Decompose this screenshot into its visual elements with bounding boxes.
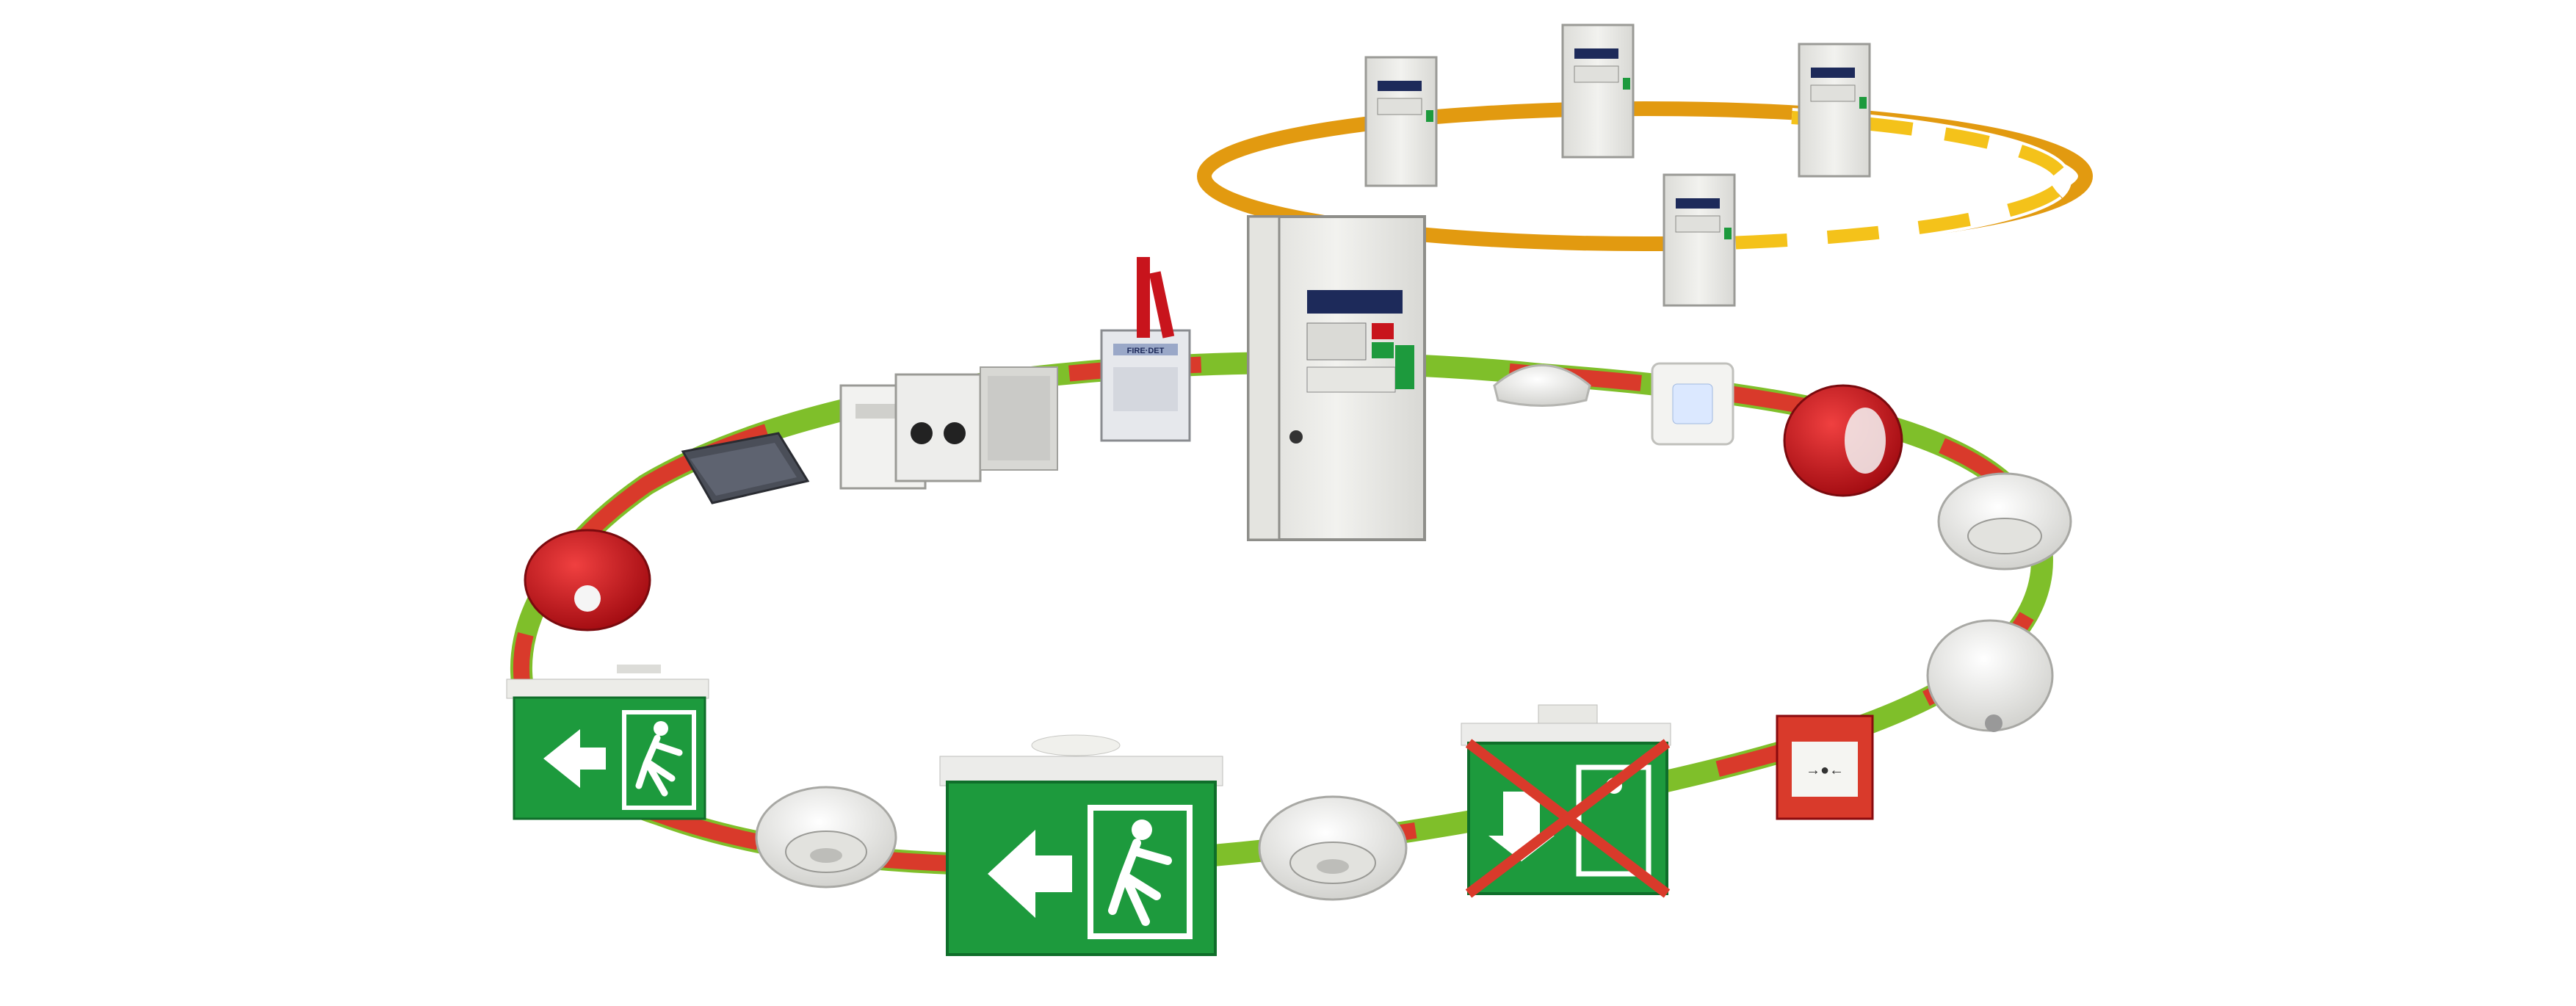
ceiling-detector bbox=[1493, 364, 1591, 407]
network-panel-4 bbox=[1663, 173, 1736, 307]
smoke-detector-2 bbox=[1258, 795, 1408, 901]
smoke-detector-1 bbox=[755, 786, 897, 889]
manual-call-point: →●← bbox=[1776, 714, 1874, 820]
smoke-detector-3 bbox=[1937, 472, 2072, 571]
io-modules bbox=[839, 366, 1058, 490]
network-panel-2 bbox=[1561, 23, 1635, 159]
call-point-label: →●← bbox=[1806, 762, 1844, 778]
wall-beacon bbox=[1651, 362, 1734, 446]
junction-box bbox=[681, 432, 810, 504]
exit-sign-crossed bbox=[1461, 704, 1671, 898]
aspirating-detector: FIRE·DET bbox=[1100, 257, 1191, 442]
exit-sign-center bbox=[939, 734, 1223, 956]
sounder-beacon-right bbox=[1783, 384, 1903, 497]
network-panel-3 bbox=[1798, 43, 1871, 178]
exit-sign-left bbox=[506, 665, 709, 820]
aspirating-brand-label: FIRE·DET bbox=[1127, 347, 1165, 355]
sounder-left bbox=[524, 529, 651, 632]
main-control-panel bbox=[1247, 215, 1426, 541]
beacon-detector-right bbox=[1926, 619, 2054, 732]
network-panel-1 bbox=[1364, 56, 1438, 187]
